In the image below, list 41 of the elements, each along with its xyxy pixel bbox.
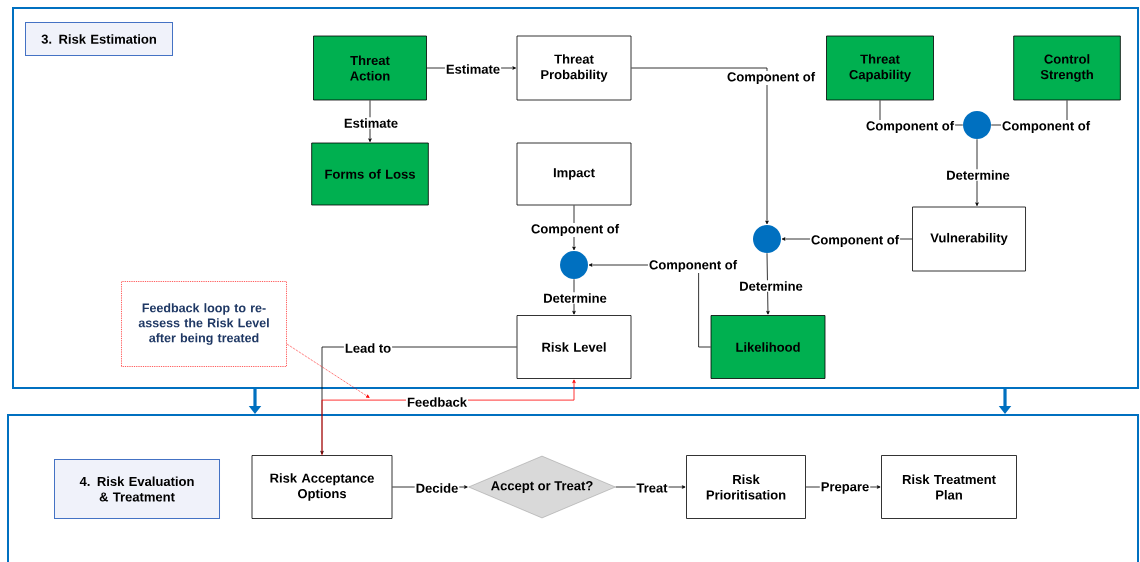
edge-label: Component of (864, 119, 956, 135)
callout-note: Feedback loop to re-assess the Risk Level after being treated (121, 281, 287, 367)
process-box: Control Strength (1013, 35, 1121, 101)
arrow (975, 138, 979, 207)
process-box: Risk Level (516, 315, 632, 379)
edge-label: Determine (945, 169, 1011, 181)
edge-label: Prepare (819, 481, 871, 495)
edge-label: Determine (738, 280, 804, 292)
process-box: Forms of Loss (311, 142, 429, 206)
edge-label: Component of (529, 222, 621, 238)
arrow (631, 67, 769, 225)
panel-frame (7, 414, 1139, 562)
edge-label: Component of (725, 70, 817, 86)
process-box: Impact (516, 142, 632, 206)
junction-circle (963, 111, 991, 139)
section-heading: 4. Risk Evaluation & Treatment (54, 459, 220, 519)
panel-frame (12, 7, 1139, 389)
edge-label: Lead to (343, 342, 393, 354)
process-box: Vulnerability (912, 206, 1026, 272)
edge-label: Feedback (406, 396, 468, 408)
section-heading: 3. Risk Estimation (25, 22, 173, 56)
arrow (766, 252, 770, 315)
process-box: Risk Prioritisation (686, 455, 806, 519)
leader-line (286, 343, 370, 398)
edge-label: Decide (414, 482, 460, 494)
edge-label: Component of (1000, 119, 1092, 135)
junction-circle (560, 251, 588, 279)
edge-label: Estimate (342, 117, 400, 129)
edge-label: Determine (542, 292, 608, 304)
arrow (368, 100, 372, 143)
process-box: Likelihood (710, 315, 826, 379)
process-box: Risk Acceptance Options (251, 455, 393, 519)
edge-label: Treat (635, 482, 669, 494)
edge-label: Estimate (444, 63, 502, 75)
process-box: Threat Action (313, 35, 427, 101)
process-box: Threat Probability (516, 35, 632, 101)
edge-label: Component of (647, 258, 739, 274)
edge-label: Component of (809, 233, 901, 249)
process-box: Risk Treatment Plan (881, 455, 1017, 519)
junction-circle (753, 225, 781, 253)
process-box: Threat Capability (826, 35, 934, 101)
